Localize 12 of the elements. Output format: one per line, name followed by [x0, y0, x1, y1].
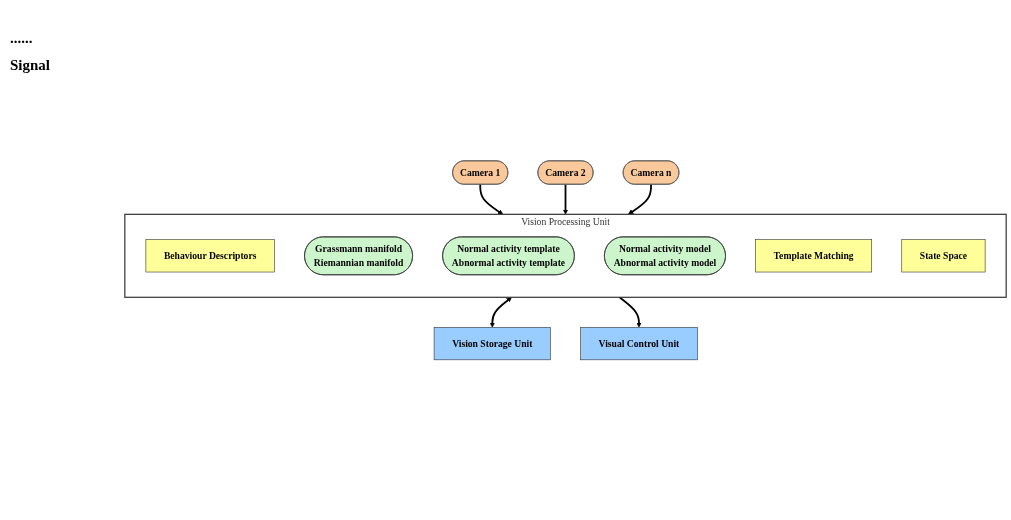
arrow	[562, 183, 569, 215]
node-box: Template Matching	[755, 238, 872, 273]
arrow	[628, 183, 652, 215]
arrow	[489, 296, 512, 328]
arrow	[479, 183, 504, 215]
node-box: Vision Storage Unit	[433, 326, 551, 360]
note-text: ......	[10, 30, 34, 47]
node-box: Behaviour Descriptors	[145, 238, 275, 273]
arrow	[618, 296, 642, 328]
node-box: Visual Control Unit	[580, 326, 698, 360]
node-box: State Space	[901, 238, 986, 273]
note-text: Signal	[10, 57, 52, 74]
